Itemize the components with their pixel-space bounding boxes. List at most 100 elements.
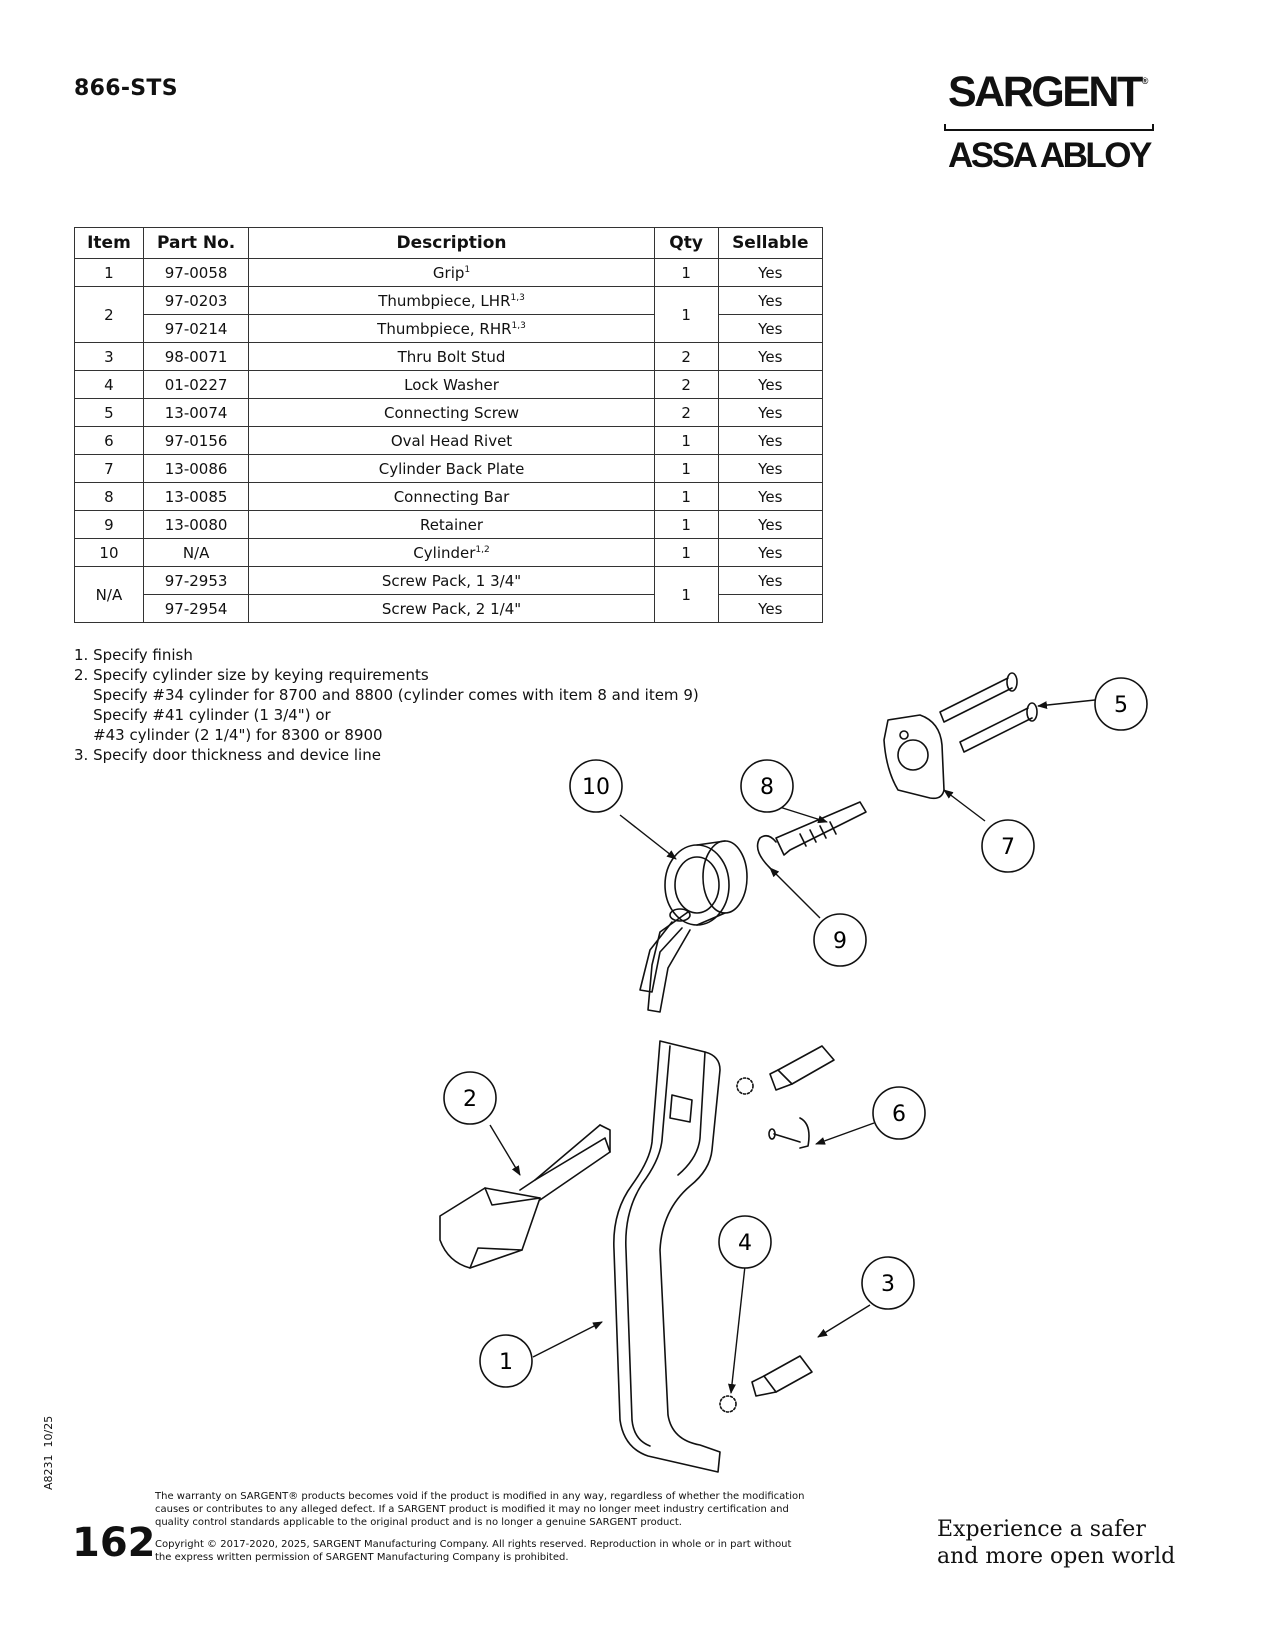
part-no-cell: 01-0227 (142, 370, 250, 399)
qty-cell: 1 (653, 538, 719, 567)
callout-3: 3 (861, 1256, 915, 1310)
oval-head-rivet-part (768, 1117, 810, 1149)
svg-text:3: 3 (881, 1272, 895, 1297)
description-cell: Thumbpiece, RHR1,3 (248, 314, 655, 343)
part-no-cell: 97-0214 (142, 314, 250, 343)
part-no-cell: 97-2954 (142, 594, 250, 623)
warranty-text: The warranty on SARGENT® products become… (155, 1491, 805, 1528)
table-row: 7 13-0086 Cylinder Back Plate 1 Yes (74, 454, 824, 483)
description-cell: Oval Head Rivet (248, 426, 655, 455)
column-header-part-no: Part No. (142, 227, 250, 259)
tagline: Experience a safer and more open world (937, 1516, 1175, 1570)
leader-lines (489, 699, 1096, 1394)
thru-bolt-stud-lower-part (751, 1355, 813, 1397)
logo-assa-abloy-text: ASSA ABLOY (948, 136, 1152, 175)
logo-sargent-text: SARGENT (948, 68, 1143, 116)
qty-cell: 2 (653, 370, 719, 399)
retainer-part (756, 834, 777, 869)
tagline-line-1: Experience a safer (937, 1517, 1146, 1542)
callout-8: 8 (740, 759, 794, 813)
svg-text:6: 6 (892, 1102, 906, 1127)
footnote-ref: 1,2 (475, 544, 490, 555)
svg-text:1: 1 (499, 1350, 513, 1375)
table-row: 97-2954 Screw Pack, 2 1/4" Yes (75, 594, 824, 623)
sellable-cell: Yes (717, 510, 824, 539)
description-cell: Cylinder Back Plate (248, 454, 655, 483)
item-cell: 3 (74, 342, 144, 371)
callout-2: 2 (443, 1071, 497, 1125)
page-number: 162 (72, 1520, 156, 1566)
description-cell: Thru Bolt Stud (248, 342, 655, 371)
callout-7: 7 (981, 819, 1035, 873)
part-no-cell: 97-0156 (142, 426, 250, 455)
part-no-cell: 97-0203 (142, 286, 250, 315)
item-cell: 10 (74, 538, 144, 567)
table-row: 97-0214 Thumbpiece, RHR1,3 Yes (75, 314, 824, 343)
document-code: A8231 10/25 (42, 1415, 55, 1490)
sellable-cell: Yes (717, 594, 824, 623)
table-header-row: Item Part No. Description Qty Sellable (74, 227, 824, 259)
svg-text:7: 7 (1001, 835, 1015, 860)
part-no-cell: 13-0086 (142, 454, 250, 483)
item-cell: 7 (74, 454, 144, 483)
parts-table: Item Part No. Description Qty Sellable 1… (74, 227, 824, 623)
footnote-line: Specify #41 cylinder (1 3/4") or (74, 706, 331, 724)
page-title: 866-STS (74, 76, 178, 101)
item-cell: 2 (74, 286, 144, 343)
table-row: 1 97-0058 Grip1 1 Yes (74, 258, 824, 287)
footnote-ref: 1 (464, 264, 471, 275)
svg-text:5: 5 (1114, 693, 1128, 718)
description-cell: Retainer (248, 510, 655, 539)
description-text: Thumbpiece, RHR (377, 319, 512, 338)
description-cell: Screw Pack, 2 1/4" (248, 594, 655, 623)
registered-mark: ® (1141, 76, 1149, 86)
footnotes: 1. Specify finish 2. Specify cylinder si… (74, 645, 699, 765)
svg-text:4: 4 (738, 1231, 752, 1256)
description-cell: Grip1 (248, 258, 655, 287)
svg-text:8: 8 (760, 775, 774, 800)
sellable-cell: Yes (717, 258, 824, 287)
callout-9: 9 (813, 913, 867, 967)
qty-cell: 1 (653, 286, 719, 343)
svg-text:2: 2 (463, 1087, 477, 1112)
callout-1: 1 (479, 1334, 533, 1388)
callout-6: 6 (872, 1086, 926, 1140)
sellable-cell: Yes (717, 538, 824, 567)
table-row: N/A 97-2953 Screw Pack, 1 3/4" 1 Yes (74, 566, 824, 623)
callout-5: 5 (1094, 677, 1148, 731)
footnote-line: 3. Specify door thickness and device lin… (74, 746, 381, 764)
sellable-cell: Yes (717, 370, 824, 399)
item-cell: 9 (74, 510, 144, 539)
tagline-line-2: and more open world (937, 1544, 1176, 1569)
connecting-bar-part (775, 801, 867, 856)
part-no-cell: 13-0080 (142, 510, 250, 539)
description-text: Cylinder (413, 543, 476, 562)
svg-text:10: 10 (582, 775, 610, 800)
footnote-line: #43 cylinder (2 1/4") for 8300 or 8900 (74, 726, 383, 744)
column-header-sellable: Sellable (717, 227, 824, 259)
logo-divider (944, 124, 1154, 131)
footnote-line: 1. Specify finish (74, 646, 193, 664)
sellable-cell: Yes (717, 342, 824, 371)
cylinder-part (639, 840, 748, 1013)
lock-washer-upper-part (736, 1077, 754, 1095)
part-no-cell: 97-2953 (142, 566, 250, 595)
footnote-ref: 1,3 (510, 292, 525, 303)
callout-bubbles: 1 2 3 4 5 6 7 8 (443, 677, 1148, 1388)
table-row: 9 13-0080 Retainer 1 Yes (74, 510, 824, 539)
description-cell: Connecting Bar (248, 482, 655, 511)
description-cell: Thumbpiece, LHR1,3 (248, 286, 655, 315)
description-cell: Screw Pack, 1 3/4" (248, 566, 655, 595)
sellable-cell: Yes (717, 454, 824, 483)
description-text: Grip (432, 263, 465, 282)
lock-washer-lower-part (719, 1395, 737, 1413)
connecting-screws-part (939, 672, 1038, 753)
description-text: Thumbpiece, LHR (378, 291, 511, 310)
callout-10: 10 (569, 759, 623, 813)
footnote-line: Specify #34 cylinder for 8700 and 8800 (… (74, 686, 699, 704)
copyright-text: Copyright © 2017-2020, 2025, SARGENT Man… (155, 1539, 792, 1563)
footnote-ref: 1,3 (511, 320, 526, 331)
footnote-line: 2. Specify cylinder size by keying requi… (74, 666, 429, 684)
svg-text:9: 9 (833, 929, 847, 954)
callout-4: 4 (718, 1215, 772, 1269)
